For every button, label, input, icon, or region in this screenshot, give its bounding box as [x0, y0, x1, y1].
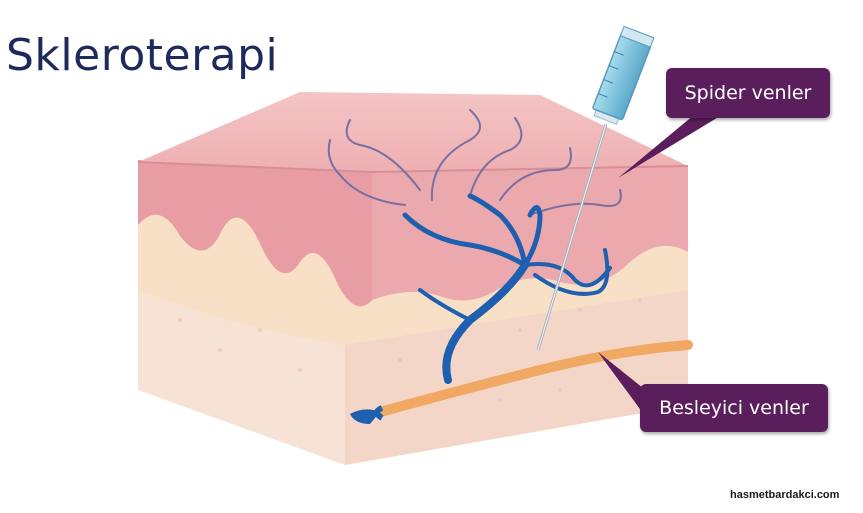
feeder-vein [375, 340, 693, 417]
label-spider-veins: Spider venler [666, 68, 830, 118]
callout-besleyici-pointer [598, 352, 648, 420]
syringe-icon [592, 25, 655, 125]
watermark: hasmetbardakci.com [730, 489, 840, 501]
vein-network [402, 193, 612, 384]
epidermis-front [138, 160, 372, 307]
callout-spider-pointer [618, 110, 730, 178]
page-title: Skleroterapi [6, 30, 279, 81]
skin-surface [138, 92, 688, 172]
label-feeder-veins: Besleyici venler [640, 384, 828, 432]
spider-veins [327, 109, 622, 216]
